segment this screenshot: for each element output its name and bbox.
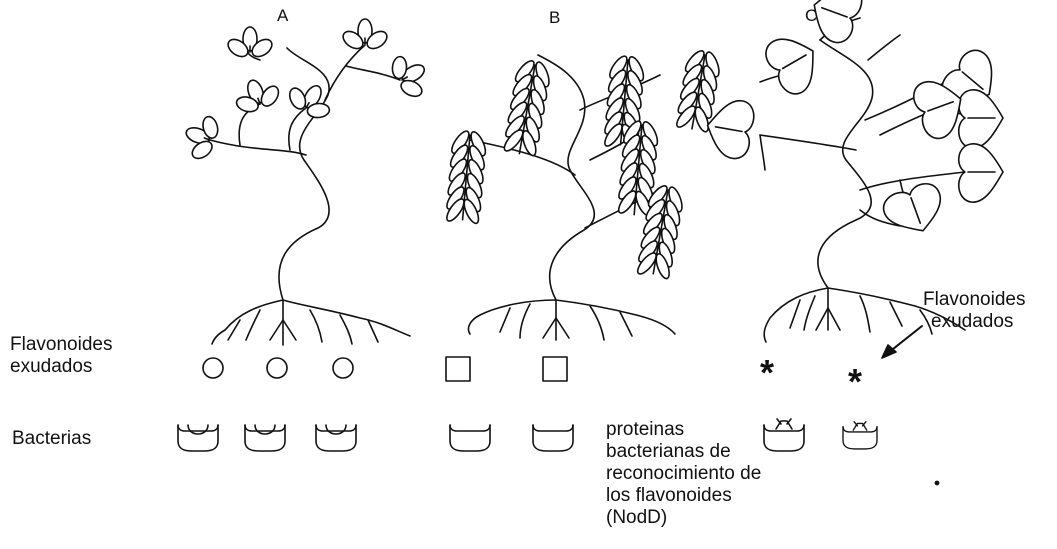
bacteria-a [178,425,356,451]
clover-leaf-icon [280,74,340,128]
plant-b-roots [468,300,675,340]
heart-leaf-icon [959,90,1003,148]
bacterium-icon [843,422,877,449]
flavonoids-a [203,358,353,378]
bacterium-icon [533,425,573,451]
annotation-arrow-c [882,326,922,358]
plant-c-stem [818,40,873,288]
flavonoid-asterisk: * [848,361,862,402]
heart-leaf-icon [880,179,950,241]
stray-dot [935,481,938,484]
bacteria-c [764,419,877,451]
clover-leaf-icon [228,72,286,120]
bacterium-icon [764,419,804,451]
bacterium-icon [450,425,490,451]
bacterium-icon [178,425,218,451]
plant-a [178,19,436,345]
flavonoid-square [446,357,470,381]
plant-a-branch-right [325,45,365,100]
flavonoids-b [446,357,567,381]
heart-leaf-icon [959,144,1003,202]
clover-leaf-icon [178,108,226,166]
heart-leaf-icon [805,0,867,47]
flavonoid-square [543,357,567,381]
pinnate-leaf-icon [500,56,556,159]
bacterium-icon [316,425,356,451]
plant-c [703,0,1008,358]
pinnate-leaf-icon [442,128,490,227]
clover-leaf-icon [383,46,437,106]
plant-c-roots [764,288,965,342]
clover-leaf-icon [340,19,390,52]
bacteria-b [450,425,573,451]
bacterium-icon [245,425,285,451]
flavonoid-circle [333,358,353,378]
flavonoid-circle [203,358,223,378]
plant-a-roots [212,300,410,345]
heart-leaf-icon [761,27,828,100]
plant-a-branch-left [210,140,306,155]
flavonoids-c: * * [760,352,862,402]
plant-a-stem [279,48,329,300]
flavonoid-asterisk: * [760,352,774,393]
plant-b [442,46,725,340]
flavonoid-circle [267,358,287,378]
